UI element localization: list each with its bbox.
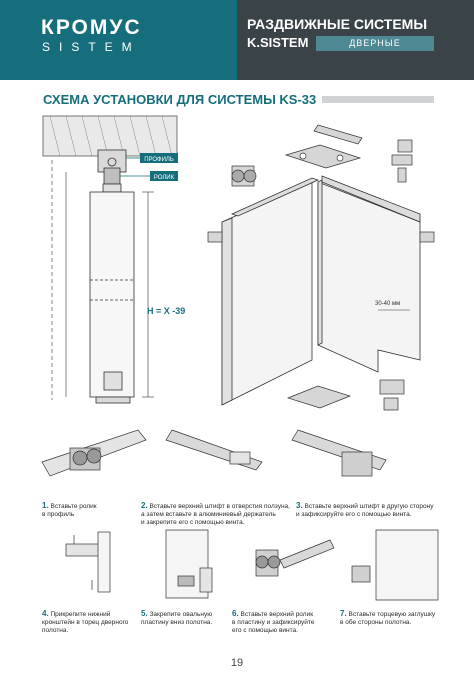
header-brand-panel [0,0,237,80]
gap-dimension: 30-40 мм [375,301,400,307]
ceiling-block [42,115,178,157]
profile-tag [140,153,178,163]
section-title: СХЕМА УСТАНОВКИ ДЛЯ СИСТЕМЫ KS-33 [43,92,317,107]
height-formula: H = X -39 [147,306,185,316]
step-2-caption: 2. Вставьте верхний штифт в отверстия по… [141,501,290,527]
page-number: 19 [230,657,244,669]
logo-subtext: SISTEM [42,40,141,54]
step5-panel [165,529,209,599]
step7-door-end [375,529,439,601]
profile-label: ПРОФИЛЬ [144,157,174,163]
roller-tag [150,171,178,181]
door-panel-side [89,191,135,398]
title-decor-bar [322,96,434,103]
bottom-guide-part [286,385,352,409]
roller-label: РОЛИК [154,175,175,181]
header-title: РАЗДВИЖНЫЕ СИСТЕМЫ [247,16,428,32]
step4-bracket [65,543,103,557]
step-3-caption: 3. Вставьте верхний штифт в другую сторо… [296,501,434,519]
category-badge: ДВЕРНЫЕ [316,36,434,51]
logo-text: КРОМУС [41,16,142,39]
header-subtitle: K.SISTEM [247,35,309,50]
top-bracket-part [313,124,363,145]
